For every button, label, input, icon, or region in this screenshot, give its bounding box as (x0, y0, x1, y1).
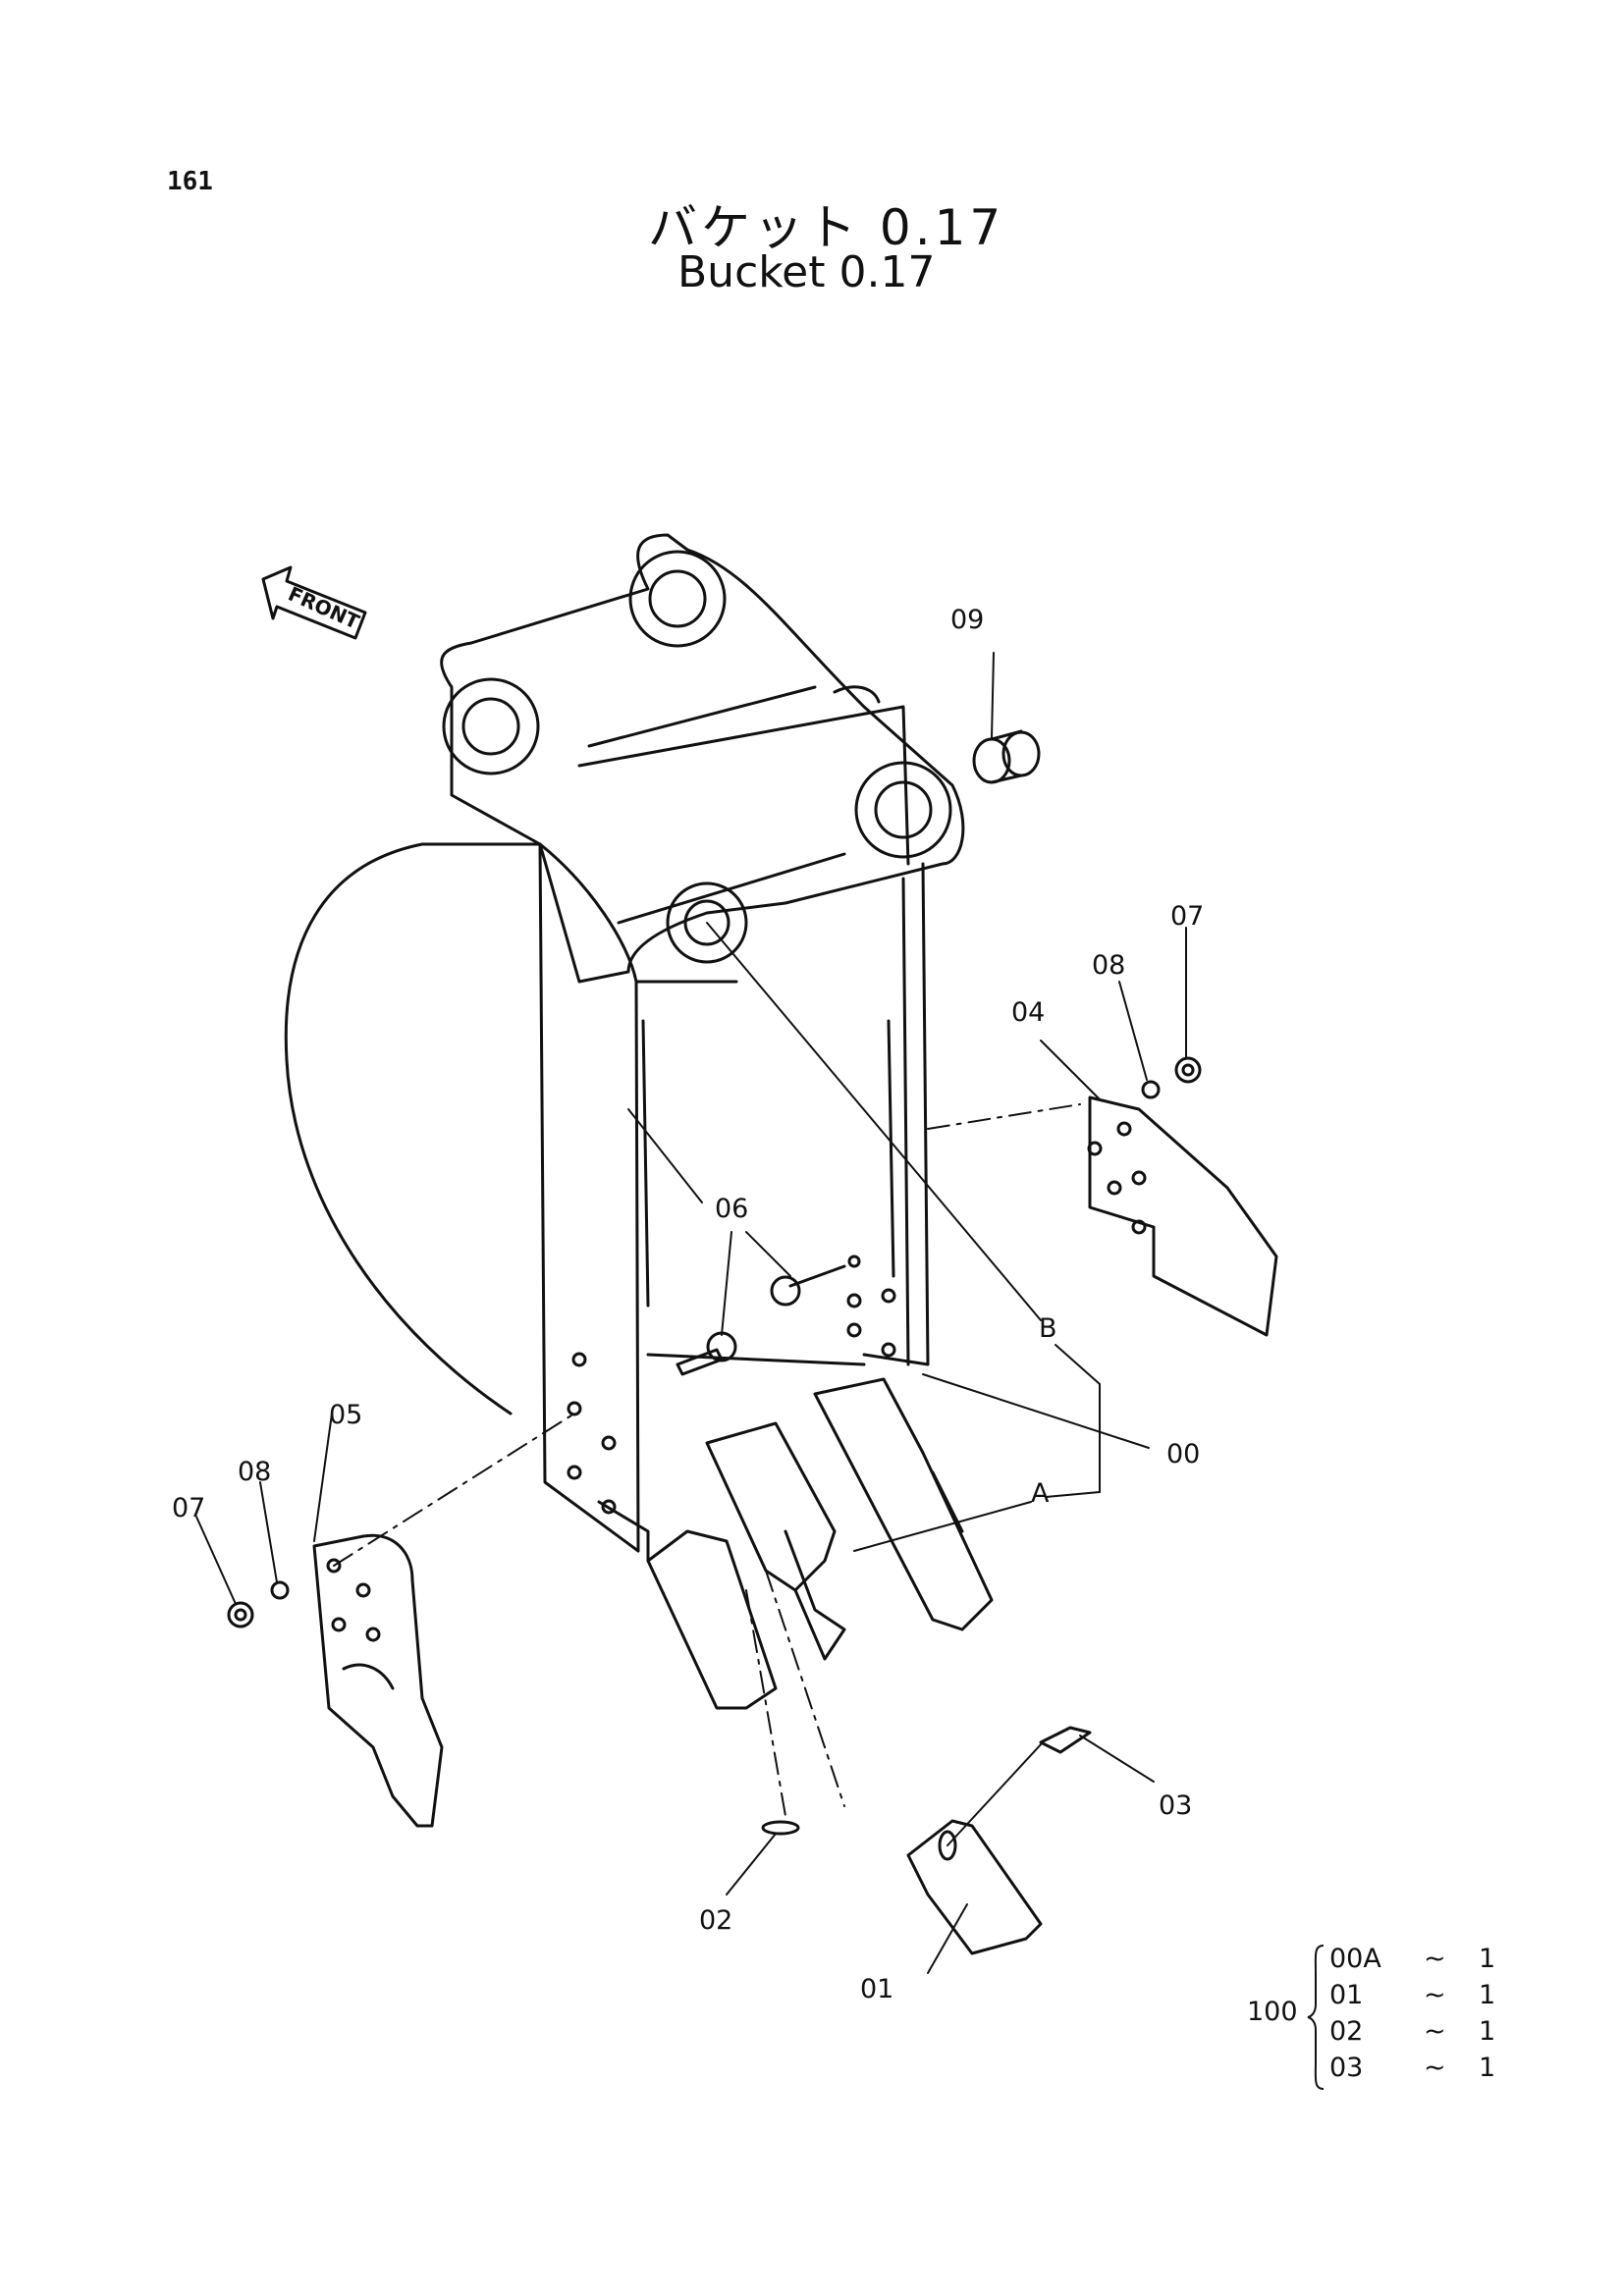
front-arrow-icon (261, 565, 367, 640)
kit-item-row: 01 ~ 1 (1329, 1980, 1526, 2015)
title-japanese: バケット 0.17 (648, 199, 1005, 256)
mounting-bracket (440, 533, 965, 984)
side-cutter-05 (312, 1533, 444, 1828)
callout-09: 09 (950, 605, 984, 635)
callout-04: 04 (1011, 997, 1045, 1028)
leader-lines (195, 652, 1187, 1974)
kit-item-qty: 1 (1479, 2016, 1496, 2047)
lock-02 (761, 1820, 800, 1836)
kit-item-code: 02 (1329, 2016, 1364, 2047)
kit-item-qty: 1 (1479, 1944, 1496, 1974)
kit-item-tilde: ~ (1424, 1944, 1446, 1974)
kit-breakdown: 100 00A ~ 1 01 ~ 1 02 ~ 1 03 ~ 1 (1247, 1944, 1512, 2091)
nut-07-left (227, 1601, 254, 1629)
kit-item-row: 03 ~ 1 (1329, 2053, 1526, 2088)
kit-item-qty: 1 (1479, 2053, 1496, 2083)
kit-item-row: 00A ~ 1 (1329, 1944, 1526, 1979)
callout-02: 02 (699, 1905, 732, 1936)
page-number: 161 (167, 167, 213, 196)
kit-item-code: 01 (1329, 1980, 1364, 2010)
callout-08-right: 08 (1092, 950, 1125, 981)
callout-a: A (1031, 1478, 1050, 1509)
callout-00: 00 (1166, 1439, 1200, 1469)
bushing-09 (972, 729, 1041, 784)
kit-item-tilde: ~ (1424, 2016, 1446, 2047)
kit-item-tilde: ~ (1424, 2053, 1446, 2083)
bucket-body (284, 705, 930, 1563)
kit-item-code: 03 (1329, 2053, 1364, 2083)
bucket-teeth (646, 1377, 994, 1710)
callout-06: 06 (715, 1194, 748, 1224)
tooth-01 (906, 1819, 1043, 1955)
kit-number: 100 (1247, 1997, 1298, 2027)
callout-b: B (1039, 1313, 1057, 1344)
washer-08-left (270, 1580, 290, 1600)
kit-item-qty: 1 (1479, 1980, 1496, 2010)
pin-03 (1039, 1726, 1092, 1754)
nut-07-right (1174, 1056, 1202, 1084)
callout-08-left: 08 (238, 1457, 271, 1487)
kit-item-row: 02 ~ 1 (1329, 2016, 1526, 2052)
callout-07-left: 07 (172, 1493, 205, 1523)
callout-01: 01 (860, 1974, 893, 2004)
kit-item-code: 00A (1329, 1944, 1381, 1974)
side-cutter-04 (1087, 1095, 1278, 1337)
callout-03: 03 (1159, 1790, 1192, 1821)
callout-07-right: 07 (1170, 901, 1204, 932)
callout-05: 05 (329, 1400, 362, 1430)
washer-08-right (1141, 1080, 1161, 1099)
kit-item-tilde: ~ (1424, 1980, 1446, 2010)
brace-icon (1307, 1945, 1325, 2090)
title-english: Bucket 0.17 (677, 247, 936, 297)
